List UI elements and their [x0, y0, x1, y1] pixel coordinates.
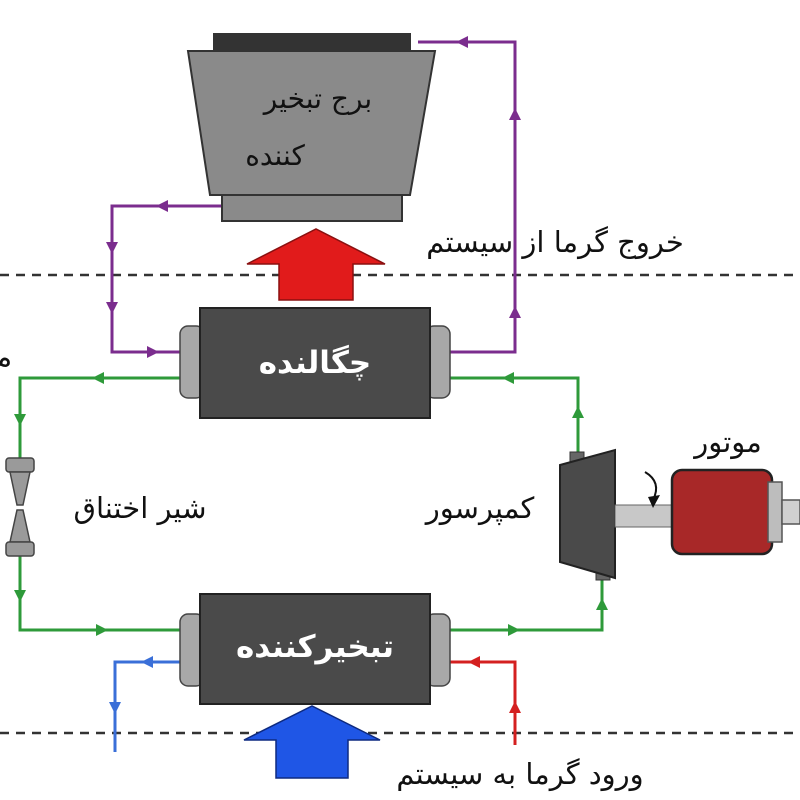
- heat-out-arrow: [246, 228, 386, 301]
- evaporator-unit: [179, 593, 451, 705]
- heat-out-label: خروج گرما از سیستم: [426, 225, 684, 260]
- motor-label: موتور: [692, 425, 762, 459]
- refrigerant-arrows: [13, 372, 608, 636]
- expansion-valve: [5, 457, 35, 557]
- cold-water-line: [109, 656, 185, 752]
- condenser-unit: [179, 307, 451, 419]
- hot-water-line: [435, 656, 521, 745]
- condenser-label: چگالنده: [259, 344, 372, 381]
- cooling-tower-label-line2: کننده: [245, 139, 305, 172]
- valve-label: شیر اختناق: [73, 491, 206, 525]
- rotation-arrowhead: [648, 495, 660, 508]
- heat-in-label: ورود گرما به سیستم: [396, 757, 643, 792]
- edge-fragment-text: م: [0, 341, 12, 375]
- evaporator-label: تبخیرکننده: [236, 629, 394, 665]
- cooling-tower: [186, 33, 437, 222]
- motor-unit: [670, 468, 800, 556]
- heat-in-arrow: [243, 705, 381, 779]
- compressor-unit: [559, 448, 616, 581]
- refrigerant-loop: [18, 376, 604, 632]
- tower-loop-arrows: [106, 36, 521, 358]
- cooling-tower-label-line1: برج تبخیر: [262, 82, 372, 116]
- drive-shaft: [614, 504, 678, 528]
- compressor-label: کمپرسور: [424, 491, 535, 526]
- rotation-arrow: [644, 471, 658, 501]
